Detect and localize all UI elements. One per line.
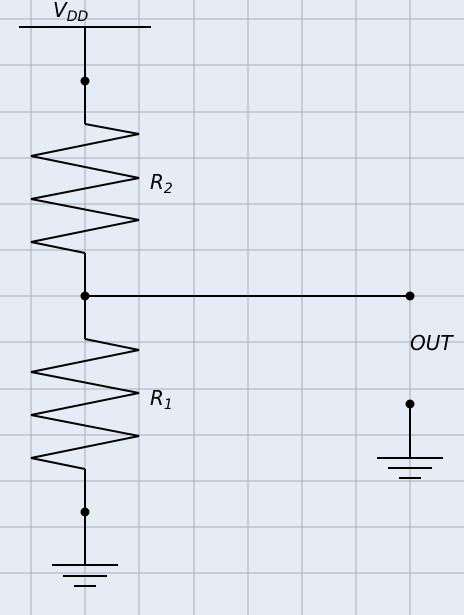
r1-label-main: R bbox=[150, 386, 164, 410]
ground-right-symbol bbox=[377, 404, 443, 479]
resistor-r2 bbox=[30, 123, 140, 254]
out-label: OUT bbox=[410, 331, 454, 355]
vdd-label: VDD bbox=[53, 0, 88, 25]
vdd-rail bbox=[19, 26, 151, 81]
vdd-label-main: V bbox=[53, 0, 68, 22]
r2-label: R2 bbox=[150, 170, 173, 197]
resistor-r1 bbox=[30, 338, 140, 470]
out-terminal-top bbox=[405, 291, 415, 301]
vdd-label-sub: DD bbox=[67, 9, 89, 25]
r2-label-sub: 2 bbox=[164, 181, 173, 197]
r1-label: R1 bbox=[150, 386, 173, 413]
ground-left-symbol bbox=[52, 512, 118, 587]
r1-label-sub: 1 bbox=[164, 397, 173, 413]
r2-label-main: R bbox=[150, 170, 164, 194]
